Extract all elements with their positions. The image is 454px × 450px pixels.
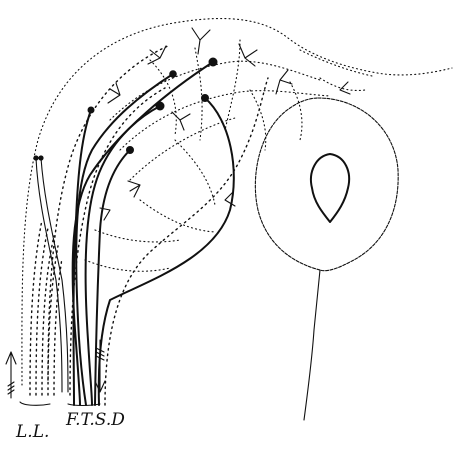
solid-axon-tract: [36, 62, 234, 405]
neural-tube-section: [255, 98, 398, 420]
label-brackets: [20, 402, 100, 406]
up-arrow-icon: [6, 352, 16, 398]
tract-label-ftsd: F.T.S.D: [65, 410, 125, 430]
tract-label-ll: L.L.: [15, 422, 49, 442]
dotted-fiber-tract: [30, 220, 62, 395]
inner-contour: [48, 45, 268, 405]
